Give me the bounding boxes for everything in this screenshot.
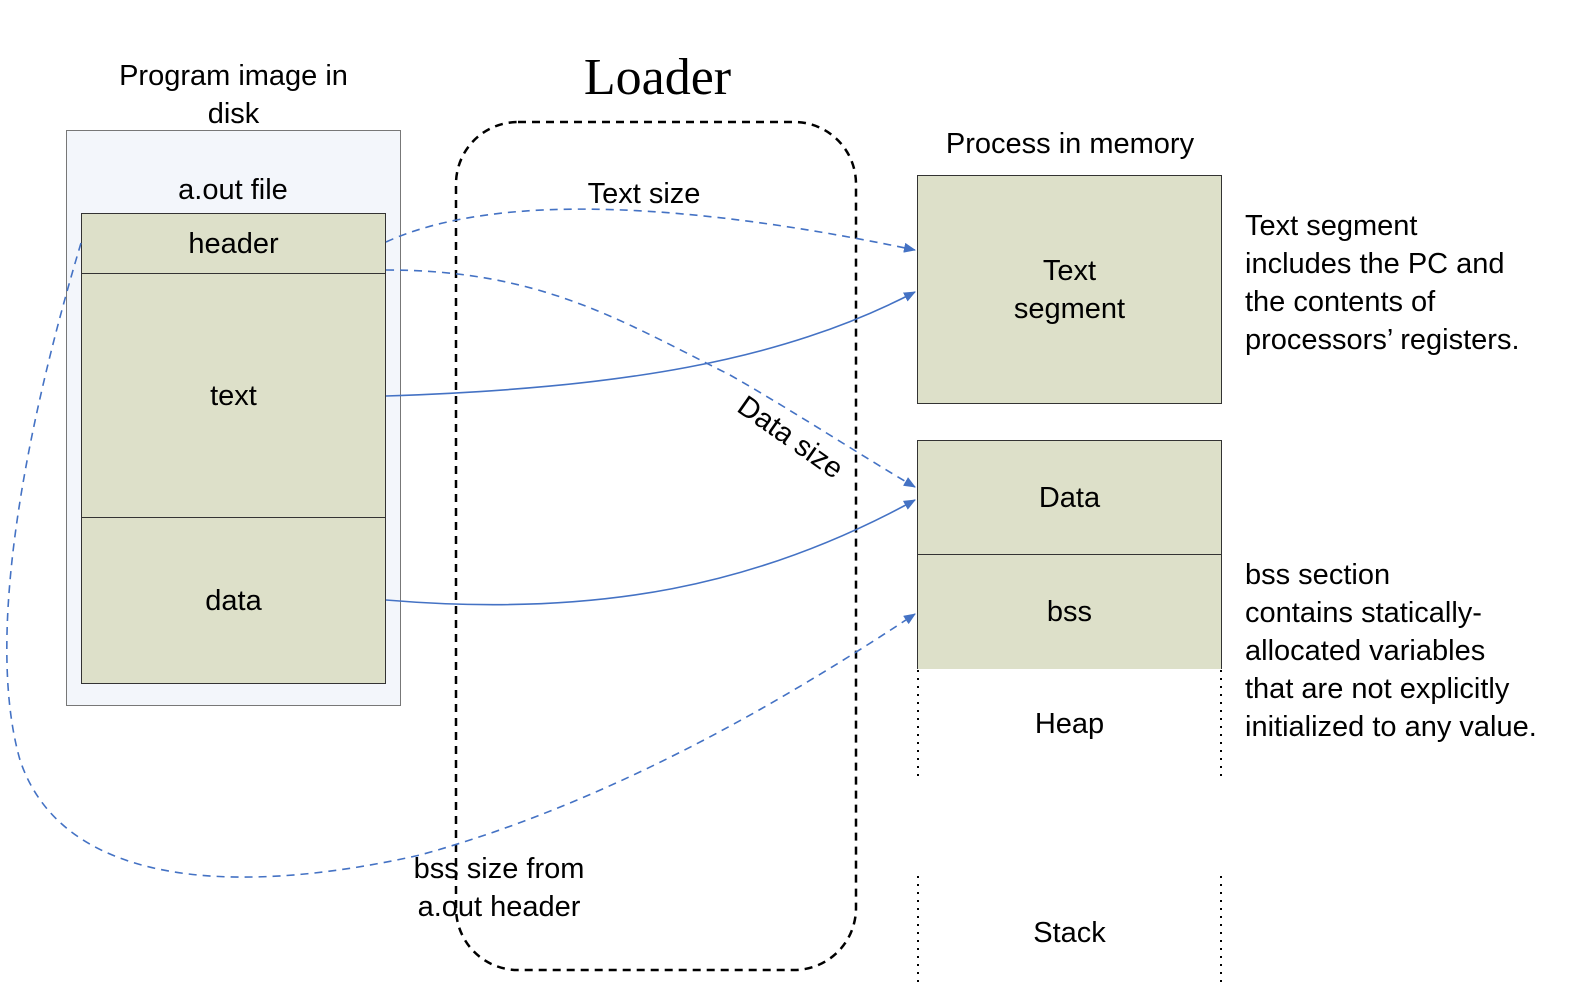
disk-title: Program image in disk <box>119 60 348 130</box>
bss-section-note: bss section contains statically- allocat… <box>1245 556 1575 746</box>
text-segment-block: Text segment <box>917 175 1222 404</box>
disk-header-label: header <box>188 227 279 260</box>
text-size-label: Text size <box>588 178 701 210</box>
bss-section-note-line: initialized to any value. <box>1245 711 1537 743</box>
text-segment-note: Text segment includes the PC and the con… <box>1245 207 1575 359</box>
loader-boundary <box>454 120 858 972</box>
data-segment-block: Data <box>917 440 1222 555</box>
data-load-arrow <box>385 499 916 606</box>
loader-title: Loader <box>583 49 732 106</box>
text-segment-note-line: the contents of <box>1245 286 1436 318</box>
disk-header-section: header <box>81 213 386 274</box>
text-load-arrow <box>385 291 916 397</box>
bss-size-arrow <box>6 242 916 878</box>
bss-section-note-line: that are not explicitly <box>1245 673 1510 705</box>
bss-segment-label: bss <box>1046 596 1093 628</box>
memory-title: Process in memory <box>945 128 1195 160</box>
bss-size-label-line1: bss size from <box>414 853 585 885</box>
bss-section-note-line: bss section <box>1245 559 1391 591</box>
bss-section-note-line: contains statically- <box>1245 597 1482 629</box>
disk-data-label: data <box>205 584 262 617</box>
bss-segment-block: bss <box>917 554 1222 669</box>
stack-label: Stack <box>1033 917 1106 949</box>
bss-section-note-line: allocated variables <box>1245 635 1486 667</box>
disk-data-section: data <box>81 517 386 684</box>
text-segment-label-2: segment <box>1013 292 1126 325</box>
heap-label: Heap <box>1034 708 1105 740</box>
text-segment-note-line: Text segment <box>1245 210 1418 242</box>
data-size-label: Data size <box>731 390 848 486</box>
text-segment-label-1: Text <box>1042 254 1097 287</box>
data-segment-label: Data <box>1038 481 1101 514</box>
data-size-arrow <box>385 269 916 488</box>
text-size-arrow <box>385 208 916 253</box>
text-segment-note-line: includes the PC and <box>1245 248 1505 280</box>
aout-file-label: a.out file <box>178 174 288 206</box>
text-segment-note-line: processors’ registers. <box>1245 324 1520 356</box>
disk-text-label: text <box>210 379 257 412</box>
bss-size-label-line2: a.out header <box>418 891 581 923</box>
